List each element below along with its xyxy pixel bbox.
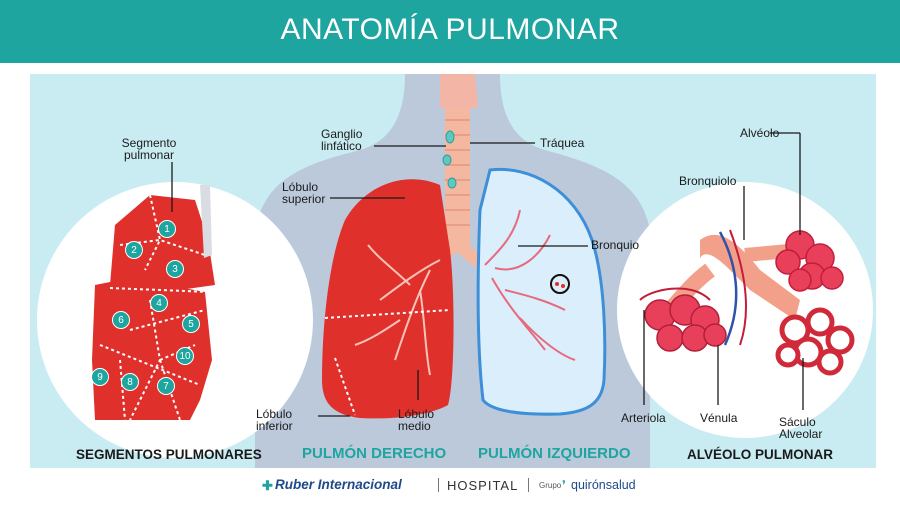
- label-line: Lóbulo: [282, 180, 319, 194]
- right-lung: [322, 179, 454, 419]
- section-alveolo-pulmonar: ALVÉOLO PULMONAR: [687, 447, 833, 462]
- segment-badge-4: 4: [150, 294, 168, 312]
- label-ganglio-linfatico: Ganglio linfático: [321, 128, 362, 152]
- label-bronquio: Bronquio: [591, 238, 640, 252]
- label-alveolo: Alvéolo: [740, 126, 780, 140]
- segment-badge-6: 6: [112, 311, 130, 329]
- label-arteriola: Arteriola: [621, 411, 666, 425]
- label-line: superior: [282, 192, 326, 206]
- label-line: medio: [398, 419, 431, 433]
- label-line: inferior: [256, 419, 293, 433]
- section-pulmon-derecho: PULMÓN DERECHO: [302, 445, 447, 462]
- label-bronquiolo: Bronquiolo: [679, 174, 737, 188]
- segment-badge-1: 1: [158, 220, 176, 238]
- hospital-text: HOSPITAL: [447, 478, 519, 493]
- label-traquea: Tráquea: [540, 136, 585, 150]
- trachea: [445, 108, 470, 248]
- left-lung: [476, 167, 607, 416]
- label-line: Ganglio: [321, 127, 363, 141]
- larynx: [440, 74, 478, 108]
- label-lobulo-medio: Lóbulo medio: [398, 408, 434, 432]
- segment-badge-3: 3: [166, 260, 184, 278]
- alveolar-sac-cluster: [775, 307, 855, 376]
- label-line: Lóbulo: [256, 407, 293, 421]
- quironsalud-logo-icon: ❜: [562, 478, 566, 492]
- ruber-logo-icon: ✚: [262, 478, 273, 493]
- label-line: Lóbulo: [398, 407, 435, 421]
- label-lobulo-superior: Lóbulo superior: [282, 181, 325, 205]
- lymph-nodes: [442, 130, 457, 189]
- footer-logos: ✚ Ruber Internacional HOSPITAL Grupo ❜ q…: [0, 472, 900, 502]
- segment-badge-10: 10: [176, 347, 194, 365]
- label-venula: Vénula: [700, 411, 738, 425]
- grupo-text: Grupo: [539, 481, 562, 490]
- label-line: pulmonar: [123, 148, 175, 162]
- section-segmentos-pulmonares: SEGMENTOS PULMONARES: [76, 447, 262, 462]
- label-segmento-pulmonar: Segmento pulmonar: [121, 137, 177, 161]
- label-line: Sáculo: [779, 415, 816, 429]
- quironsalud-text: quirónsalud: [571, 478, 636, 492]
- title-bar: ANATOMÍA PULMONAR: [0, 0, 900, 63]
- label-line: linfático: [321, 139, 362, 153]
- label-line: Alveolar: [779, 427, 823, 441]
- segment-badge-9: 9: [91, 368, 109, 386]
- page-title: ANATOMÍA PULMONAR: [280, 13, 620, 46]
- label-saculo-alveolar: Sáculo Alveolar: [779, 416, 822, 440]
- ruber-logo-text: Ruber Internacional: [275, 477, 402, 492]
- capillary-cluster: [644, 294, 727, 352]
- segment-badge-8: 8: [121, 373, 139, 391]
- segment-lung-upper: [110, 195, 215, 292]
- footer-divider: [528, 478, 529, 492]
- segment-badge-7: 7: [157, 377, 175, 395]
- footer-divider: [438, 478, 439, 492]
- segment-badge-2: 2: [125, 241, 143, 259]
- label-line: Segmento: [121, 136, 177, 150]
- alveolus-highlight-circle: [550, 274, 570, 294]
- label-lobulo-inferior: Lóbulo inferior: [256, 408, 293, 432]
- segment-badge-5: 5: [182, 315, 200, 333]
- section-pulmon-izquierdo: PULMÓN IZQUIERDO: [478, 445, 631, 462]
- bronchiole-tube: [700, 234, 800, 320]
